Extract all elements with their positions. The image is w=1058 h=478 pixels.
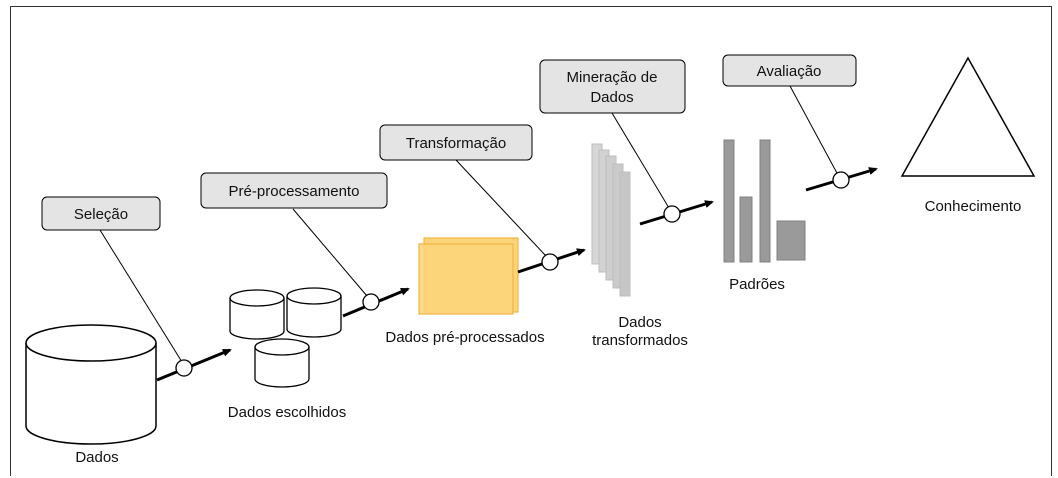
dados-transformados-shape — [591, 143, 631, 297]
small-cylinder-2 — [286, 287, 342, 338]
stage-avaliacao-label: Avaliação — [757, 63, 822, 80]
arrow-selecao — [156, 348, 232, 382]
junction-circles — [175, 171, 850, 377]
stage-mineracao-label-line2: Dados — [590, 89, 633, 106]
dados-label: Dados — [75, 449, 118, 466]
padroes-bars — [723, 139, 806, 263]
dados-cylinder — [25, 324, 157, 445]
stage-preprocessamento-label: Pré-processamento — [229, 183, 360, 200]
junction-avaliacao — [832, 171, 850, 189]
diagram-frame — [10, 6, 1052, 476]
stage-selecao: Seleção — [41, 196, 161, 231]
stage-preprocessamento: Pré-processamento — [200, 172, 388, 209]
stage-avaliacao: Avaliação — [722, 54, 857, 87]
stage-mineracao: Mineração de Dados — [539, 59, 686, 114]
small-cylinder-1 — [229, 289, 285, 340]
junction-selecao — [175, 359, 193, 377]
conhecimento-triangle — [900, 56, 1036, 177]
junction-transformacao — [541, 253, 559, 271]
stage-mineracao-label-line1: Mineração de — [567, 69, 658, 86]
stage-transformacao-label: Transformação — [406, 135, 506, 152]
dados-escolhidos-label: Dados escolhidos — [228, 404, 346, 421]
stage-selecao-label: Seleção — [74, 206, 128, 223]
dados-transformados-label-line2: transformados — [592, 332, 688, 349]
dados-preprocessados-shape — [418, 237, 519, 315]
dados-escolhidos-cylinders — [229, 287, 342, 388]
padroes-label: Padrões — [729, 276, 785, 293]
stage-transformacao: Transformação — [379, 124, 533, 161]
dados-transformados-label-line1: Dados — [618, 314, 661, 331]
small-cylinder-3 — [254, 338, 310, 388]
junction-mineracao — [663, 205, 681, 223]
junction-preprocessamento — [362, 293, 380, 311]
conhecimento-label: Conhecimento — [925, 198, 1022, 215]
dados-preprocessados-label: Dados pré-processados — [385, 329, 544, 346]
callout-lines — [99, 85, 839, 363]
